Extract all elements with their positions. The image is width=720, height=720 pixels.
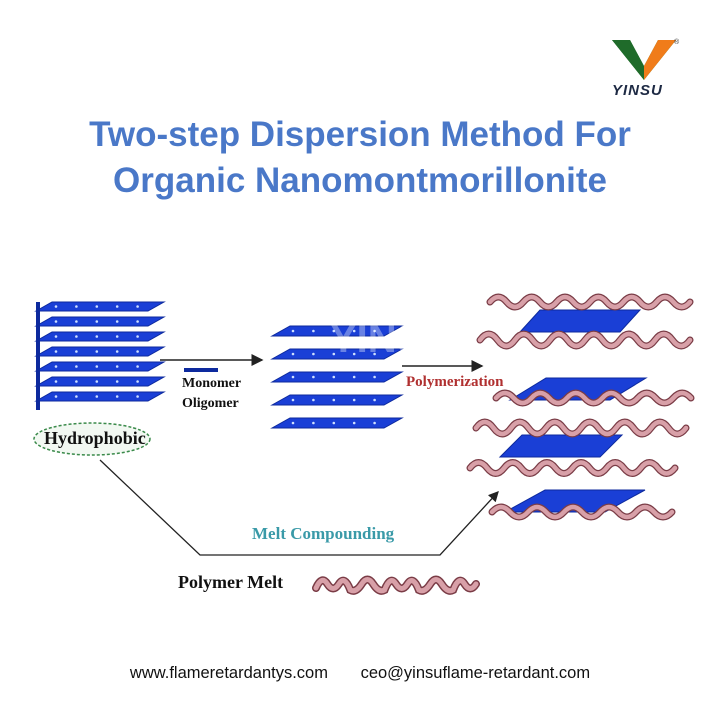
title-line-1: Two-step Dispersion Method For: [89, 115, 631, 154]
clay-layer: [34, 301, 166, 312]
clay-stack-edge: [36, 302, 40, 410]
polymer-melt-chain-inner: [313, 577, 479, 594]
clay-layer: [34, 376, 166, 387]
melt-compounding-label: Melt Compounding: [252, 524, 395, 543]
clay-layer: [34, 331, 166, 342]
polymer-chain-inner: [489, 504, 675, 520]
arrow-melt-compounding: [99, 459, 499, 556]
polymer-melt-label: Polymer Melt: [178, 572, 284, 592]
website-link[interactable]: www.flameretardantys.com: [129, 664, 328, 682]
title-line-2: Organic Nanomontmorillonite: [113, 161, 607, 200]
diagram-graphic: YINSU: [33, 293, 695, 595]
email-link[interactable]: ceo@yinsuflame-retardant.com: [360, 664, 591, 682]
clay-stack-swollen: [270, 325, 404, 429]
hydrophobic-ellipse: [33, 422, 151, 456]
clay-platelet: [518, 309, 642, 333]
yinsu-v-icon: ®: [612, 38, 680, 80]
svg-text:®: ®: [674, 38, 680, 46]
hydrophobic-label: Hydrophobic: [44, 428, 146, 448]
yinsu-logo: ® YINSU: [598, 36, 690, 102]
clay-layer: [34, 346, 166, 357]
clay-layer-swollen: [270, 348, 404, 360]
polymer-chain-inner: [493, 390, 694, 406]
clay-layer-swollen: [270, 371, 404, 383]
monomer-label: Monomer: [182, 376, 242, 391]
clay-stack-initial: [34, 301, 166, 410]
polymer-chain-inner: [473, 419, 689, 437]
polymerization-label: Polymerization: [406, 374, 504, 390]
clay-layer-swollen: [270, 417, 404, 429]
clay-layer: [34, 391, 166, 402]
footer-contacts: www.flameretardantys.com ceo@yinsuflame-…: [0, 664, 720, 683]
polymer-chain-inner: [487, 294, 693, 310]
oligomer-label: Oligomer: [182, 396, 239, 411]
clay-layer-swollen: [270, 394, 404, 406]
page-title: Two-step Dispersion Method For Organic N…: [0, 112, 720, 204]
brand-name: YINSU: [612, 82, 663, 99]
clay-layer: [34, 361, 166, 372]
clay-layer: [34, 316, 166, 327]
watermark-text: YINSU: [330, 317, 452, 361]
polymer-chain-inner: [477, 331, 693, 349]
clay-platelet: [498, 434, 624, 458]
dispersion-diagram: YINSU Hydrophobic Monomer Oligomer Polym…: [0, 280, 720, 620]
polymer-chain-inner: [467, 460, 678, 476]
exfoliated-platelets: [466, 293, 695, 521]
clay-layer-swollen: [270, 325, 404, 337]
monomer-bar-icon: [184, 368, 218, 372]
